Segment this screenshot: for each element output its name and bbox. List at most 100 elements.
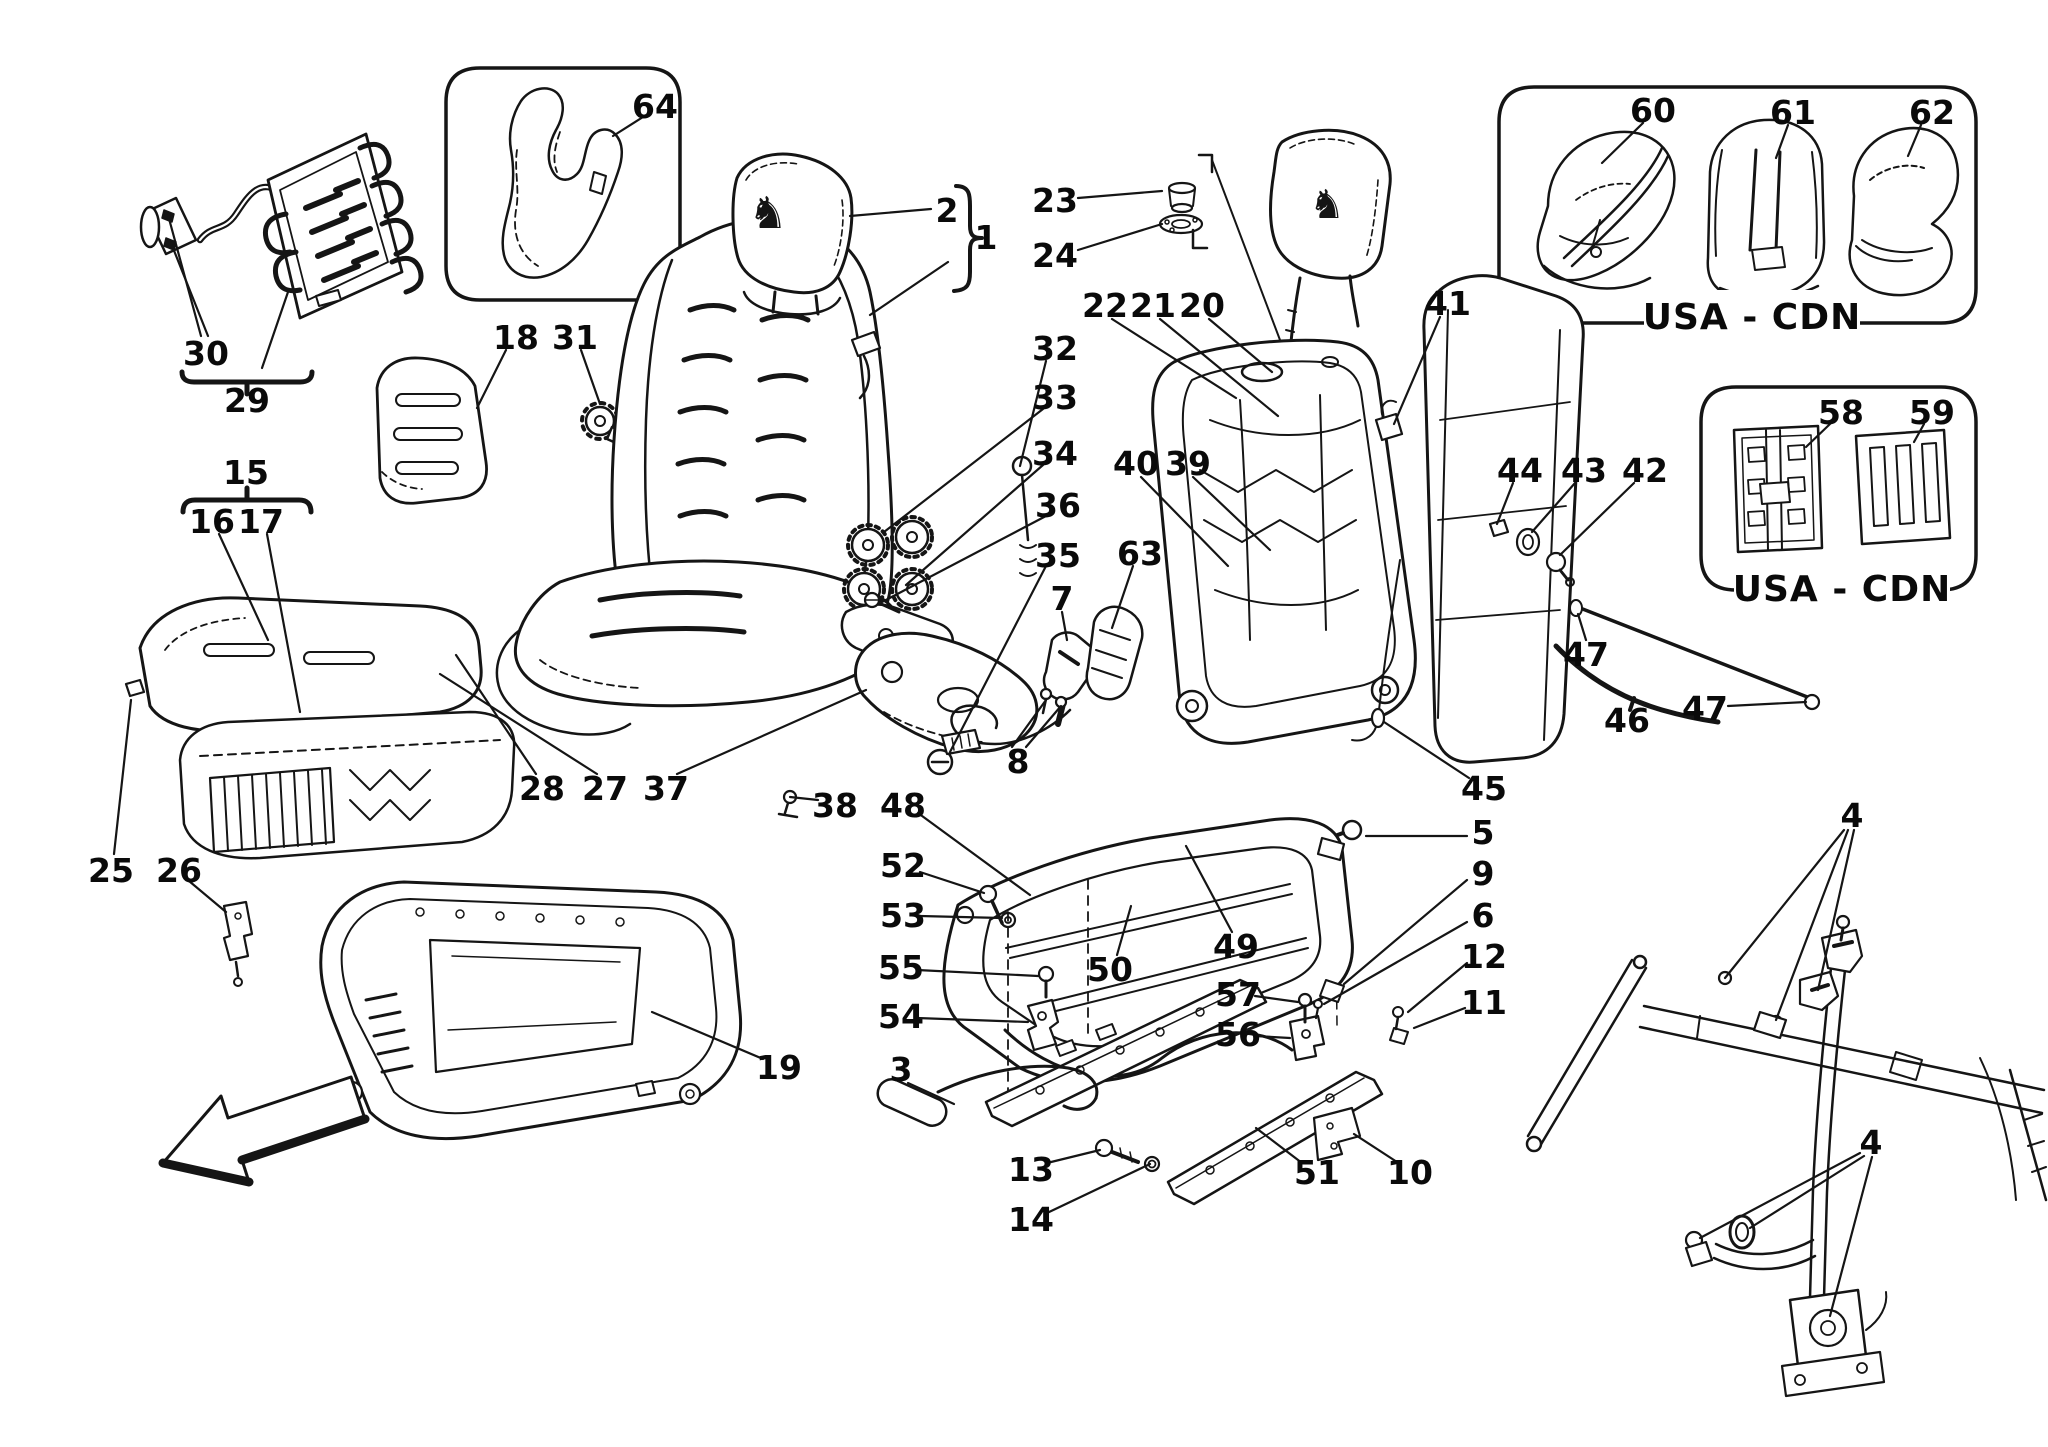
bushing-23-flange xyxy=(1170,202,1194,214)
cable-45 xyxy=(1378,559,1401,711)
adjuster-knob-teeth xyxy=(890,515,934,559)
part-number-label-61: 61 xyxy=(1770,93,1816,132)
seat-backrest-slots xyxy=(675,303,737,519)
child-seat-61-buckle xyxy=(1751,246,1786,271)
washer-24-dot xyxy=(1192,217,1198,223)
back-shell xyxy=(1422,274,1585,764)
recliner-bolt-shaft xyxy=(1020,473,1030,542)
leader-line-part-63 xyxy=(1110,564,1135,630)
body-sill-line xyxy=(1638,1025,2044,1115)
bolt-13-head xyxy=(1094,1138,1114,1158)
bracket-54-hole xyxy=(1037,1011,1047,1021)
part-number-label-47: 47 xyxy=(1682,689,1728,728)
handle-3-pad xyxy=(876,1078,948,1127)
part-number-label-31: 31 xyxy=(552,318,598,357)
adjuster-knob-hub xyxy=(862,539,874,551)
backrest-frame xyxy=(1151,338,1417,745)
screw-57-head xyxy=(1297,992,1313,1008)
back-panel-58-buckle xyxy=(1759,481,1791,505)
leader-line-part-3 xyxy=(906,1081,956,1106)
brace-1 xyxy=(952,184,984,293)
leader-line-part-35 xyxy=(948,564,1048,754)
adjuster-knob xyxy=(850,527,886,563)
part-number-label-7: 7 xyxy=(1051,579,1074,618)
nut-14 xyxy=(1143,1155,1161,1173)
bracket-15 xyxy=(180,485,314,515)
body-hatch xyxy=(2023,1113,2047,1173)
bracket-29 xyxy=(179,369,315,397)
seat-pan-19 xyxy=(319,880,743,1141)
leader-line-part-34 xyxy=(904,463,1045,587)
part-number-label-4: 4 xyxy=(1841,796,1864,835)
frame-vertical-wires xyxy=(1239,394,1327,641)
badge-knockout xyxy=(1644,290,1860,342)
child-seat-box xyxy=(1497,85,1978,325)
back-shell-flanges xyxy=(1437,309,1561,741)
child-seat-60-base xyxy=(1542,264,1652,290)
leader-line-part-21 xyxy=(1158,317,1280,418)
backrest-frame-inner xyxy=(1181,360,1396,708)
leader-line-part-54 xyxy=(915,1016,1030,1024)
leader-line-part-7 xyxy=(1060,610,1069,642)
recliner-spring xyxy=(1019,544,1037,577)
part-number-label-9: 9 xyxy=(1472,854,1495,893)
cushion-springs xyxy=(349,769,431,821)
screw-6-head xyxy=(1313,999,1323,1009)
bushing-23-body xyxy=(1168,188,1196,207)
leader-line-part-13 xyxy=(1045,1148,1102,1165)
seat-belt-guide-lever xyxy=(858,354,871,400)
ribbed-block-lines xyxy=(223,769,327,852)
seat-headrest xyxy=(731,152,854,295)
frame-cross-tube xyxy=(1031,937,1309,1017)
rail-hole xyxy=(1285,1117,1295,1127)
buckle-7-slot xyxy=(1058,650,1080,666)
pan-hole xyxy=(615,917,625,927)
part-number-label-28: 28 xyxy=(519,769,565,808)
belt-retractor-spool-hub xyxy=(1820,1320,1836,1336)
leader-line-part-2 xyxy=(848,207,933,218)
leader-line-part-24 xyxy=(1076,222,1164,252)
part-number-label-37: 37 xyxy=(643,769,689,808)
belt-base-bolt xyxy=(1856,1362,1868,1374)
pan-hole xyxy=(535,913,545,923)
part-number-label-56: 56 xyxy=(1215,1015,1261,1054)
seat-headrest-posts xyxy=(771,290,820,316)
frame-corner-bracket xyxy=(1316,836,1346,862)
leader-line-part-62 xyxy=(1906,123,1923,158)
child-seat-60-strap xyxy=(1591,219,1601,249)
prancing-horse-logo-icon: ♞ xyxy=(1309,182,1345,228)
leader-line-part-17 xyxy=(265,532,302,714)
lumbar-connector-face xyxy=(139,205,161,249)
cable-45-tail xyxy=(1351,726,1377,742)
seat-backrest-bolster-left xyxy=(644,258,674,592)
leader-line-part-40 xyxy=(1139,475,1230,568)
part-number-label-4: 4 xyxy=(1860,1123,1883,1162)
part-number-label-1: 1 xyxy=(975,218,998,257)
part-number-label-55: 55 xyxy=(878,948,924,987)
back-cushion-18-stitch xyxy=(381,471,423,490)
part-number-label-8: 8 xyxy=(1007,742,1030,781)
rod-47 xyxy=(1573,604,1817,702)
screw-6-shaft xyxy=(1314,1006,1320,1020)
clip-44 xyxy=(1488,518,1510,538)
back-cushion-18-slot xyxy=(395,393,461,407)
plug-42-cap xyxy=(1565,577,1575,587)
pillar-loop xyxy=(1798,970,1840,1012)
leader-line-part-58 xyxy=(1804,422,1832,449)
part-number-label-48: 48 xyxy=(880,786,926,825)
lumbar-panel-clip xyxy=(315,289,342,307)
foot-plate-10 xyxy=(1312,1106,1362,1162)
rail-hole xyxy=(1155,1027,1165,1037)
cushion-16-slot xyxy=(303,651,375,665)
frame-wires xyxy=(1209,419,1361,606)
part-number-label-36: 36 xyxy=(1035,486,1081,525)
clip-11 xyxy=(1389,1027,1409,1045)
leader-line-part-53 xyxy=(918,914,1004,920)
frame-cross-tube xyxy=(1005,883,1293,959)
badge-knockout xyxy=(1734,562,1950,614)
part-number-label-2: 2 xyxy=(936,191,959,230)
ref-corner-mark xyxy=(1191,228,1209,250)
bracket-46-tick xyxy=(1628,696,1636,712)
leader-line-part-1 xyxy=(868,260,950,317)
